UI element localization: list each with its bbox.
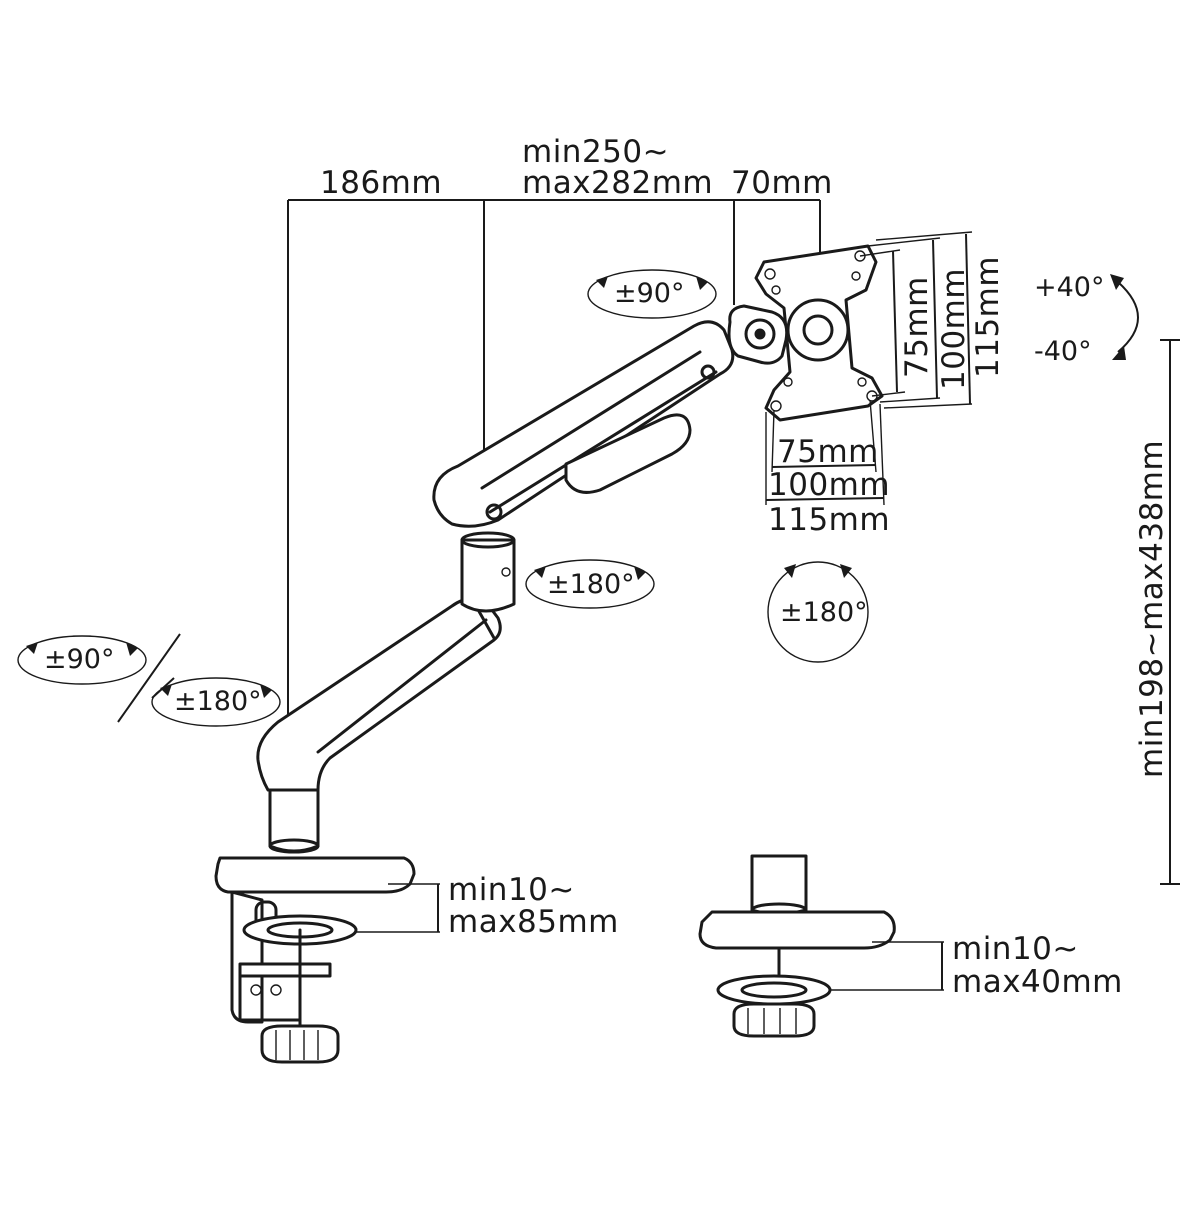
separator-lines <box>117 633 181 723</box>
vesa-vertical-100-label: 100mm <box>936 268 972 390</box>
vesa-horizontal-75-label: 75mm <box>777 434 879 470</box>
head-offset-label: 70mm <box>731 165 833 201</box>
top-dimension-lines <box>287 199 821 722</box>
head-swivel-label: ±90° <box>614 278 684 309</box>
tilt-arc-icon <box>1110 274 1139 360</box>
tilt-down-label: -40° <box>1034 336 1092 367</box>
base-swivel-90-label: ±90° <box>44 644 114 675</box>
vesa-vertical-115-label: 115mm <box>970 256 1006 378</box>
elbow-swivel-label: ±180° <box>547 569 635 600</box>
rotation-icon <box>767 561 869 663</box>
head-swivel-icon <box>587 269 717 319</box>
clamp-max-label: max85mm <box>448 904 619 940</box>
base-swivel-180-icon <box>151 677 281 727</box>
desk-clamp <box>214 856 416 1064</box>
grommet-min-label: min10~ <box>952 931 1079 967</box>
vesa-horizontal-115-label: 115mm <box>768 502 890 538</box>
height-dimension-lines <box>1160 339 1180 885</box>
elbow-swivel-icon <box>525 559 655 609</box>
base-swivel-90-icon <box>17 635 147 685</box>
vesa-horizontal-100-label: 100mm <box>768 467 890 503</box>
grommet-max-label: max40mm <box>952 964 1123 1000</box>
monitor-arm <box>256 304 789 854</box>
vesa-vertical-75-label: 75mm <box>899 276 935 378</box>
forearm-min-label: min250~ <box>522 134 669 170</box>
height-range-label: min198~max438mm <box>1134 440 1170 778</box>
vesa-vertical-dimension-lines <box>859 231 973 409</box>
clamp-min-label: min10~ <box>448 872 575 908</box>
vesa-plate <box>754 244 884 422</box>
vesa-horizontal-dimension-lines <box>765 399 885 506</box>
tilt-up-label: +40° <box>1034 272 1104 303</box>
base-swivel-180-label: ±180° <box>174 686 262 717</box>
grommet-mount <box>698 854 896 1038</box>
forearm-max-label: max282mm <box>522 165 713 201</box>
grommet-dimension-lines <box>830 941 944 991</box>
rotation-label: ±180° <box>780 597 868 628</box>
clamp-dimension-lines <box>356 883 440 933</box>
arm-reach-label: 186mm <box>320 165 442 201</box>
